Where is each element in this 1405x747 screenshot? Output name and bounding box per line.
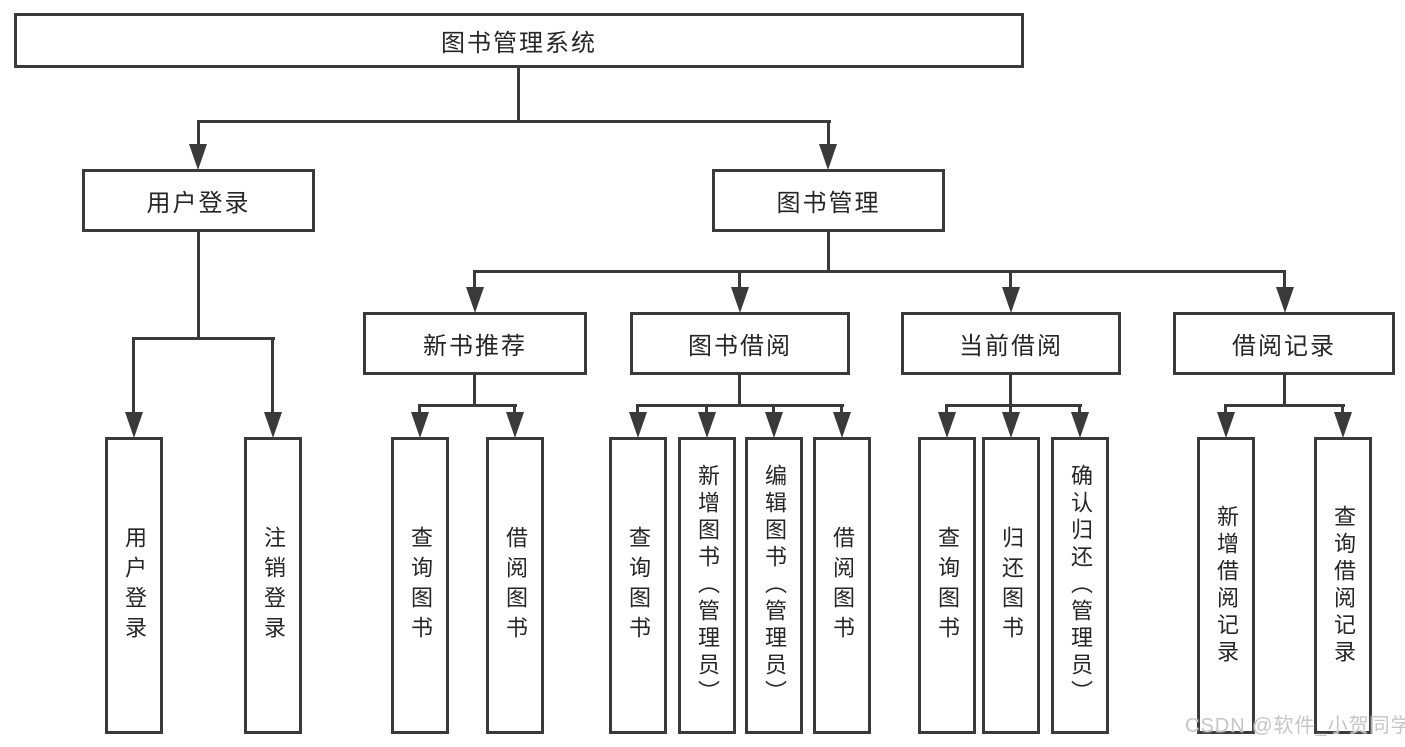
- connector-group-split: [636, 404, 844, 407]
- connector-user-login-split: [132, 337, 275, 340]
- node-leaf-return-books: 归还图书: [982, 437, 1040, 734]
- arrow-down-icon: [189, 144, 207, 170]
- connector-leaf-drop: [418, 404, 421, 418]
- connector-group-split: [1224, 404, 1345, 407]
- connector-leaf-drop: [840, 404, 843, 418]
- arrow-down-icon: [833, 412, 851, 438]
- node-current-borrowing: 当前借阅: [901, 312, 1121, 375]
- node-leaf-logout: 注销登录: [244, 437, 302, 734]
- node-leaf-borrow-books: 借阅图书: [813, 437, 871, 734]
- connector-leaf-drop: [945, 404, 948, 418]
- connector-leaf-drop: [1009, 404, 1012, 418]
- connector-user-login-drop: [197, 120, 200, 150]
- connector-leaf-drop: [271, 337, 274, 417]
- csdn-watermark: CSDN @软件_小贺同学: [1185, 715, 1405, 737]
- connector-level3-split: [473, 270, 1286, 273]
- node-leaf-user-login: 用户登录: [105, 437, 163, 734]
- node-leaf-search-borrow-record: 查询借阅记录: [1314, 437, 1372, 734]
- connector-group-stem: [473, 374, 476, 407]
- arrow-down-icon: [698, 412, 716, 438]
- arrow-down-icon: [411, 412, 429, 438]
- arrow-down-icon: [629, 412, 647, 438]
- connector-book-management-drop: [827, 120, 830, 150]
- node-leaf-add-books-admin: 新增图书（管理员）: [678, 437, 736, 734]
- connector-leaf-drop: [1078, 404, 1081, 418]
- connector-level3-drop: [473, 270, 476, 292]
- node-leaf-edit-books-admin: 编辑图书（管理员）: [745, 437, 803, 734]
- node-borrowing-records: 借阅记录: [1173, 312, 1395, 375]
- node-user-login: 用户登录: [82, 169, 315, 232]
- arrow-down-icon: [1334, 412, 1352, 438]
- connector-group-stem: [1283, 374, 1286, 407]
- node-leaf-confirm-return-admin: 确认归还（管理员）: [1051, 437, 1109, 734]
- connector-leaf-drop: [636, 404, 639, 418]
- connector-leaf-drop: [132, 337, 135, 417]
- connector-leaf-drop: [1341, 404, 1344, 418]
- connector-level3-drop: [738, 270, 741, 292]
- arrow-down-icon: [765, 412, 783, 438]
- connector-book-management-stem: [827, 231, 830, 272]
- connector-level1-split: [197, 120, 831, 123]
- node-library-management-system: 图书管理系统: [14, 13, 1024, 68]
- node-leaf-add-borrow-record: 新增借阅记录: [1197, 437, 1255, 734]
- arrow-down-icon: [466, 287, 484, 313]
- node-leaf-borrow-books: 借阅图书: [486, 437, 544, 734]
- connector-user-login-stem: [197, 231, 200, 340]
- connector-leaf-drop: [1224, 404, 1227, 418]
- arrow-down-icon: [1002, 412, 1020, 438]
- arrow-down-icon: [819, 144, 837, 170]
- node-book-borrowing: 图书借阅: [630, 312, 850, 375]
- arrow-down-icon: [1217, 412, 1235, 438]
- arrow-down-icon: [731, 287, 749, 313]
- connector-leaf-drop: [772, 404, 775, 418]
- arrow-down-icon: [125, 412, 143, 438]
- connector-level3-drop: [1283, 270, 1286, 292]
- node-book-management: 图书管理: [712, 169, 945, 232]
- node-leaf-search-books: 查询图书: [391, 437, 449, 734]
- connector-group-stem: [738, 374, 741, 407]
- connector-leaf-drop: [705, 404, 708, 418]
- connector-group-stem: [1009, 374, 1012, 407]
- arrow-down-icon: [506, 412, 524, 438]
- node-leaf-search-books: 查询图书: [609, 437, 667, 734]
- connector-group-split: [945, 404, 1082, 407]
- arrow-down-icon: [1276, 287, 1294, 313]
- arrow-down-icon: [1002, 287, 1020, 313]
- connector-root-stem: [517, 68, 520, 123]
- connector-level3-drop: [1009, 270, 1012, 292]
- connector-group-split: [418, 404, 517, 407]
- node-new-book-recommendation: 新书推荐: [363, 312, 587, 375]
- node-leaf-search-books: 查询图书: [918, 437, 976, 734]
- arrow-down-icon: [264, 412, 282, 438]
- arrow-down-icon: [938, 412, 956, 438]
- arrow-down-icon: [1071, 412, 1089, 438]
- connector-leaf-drop: [513, 404, 516, 418]
